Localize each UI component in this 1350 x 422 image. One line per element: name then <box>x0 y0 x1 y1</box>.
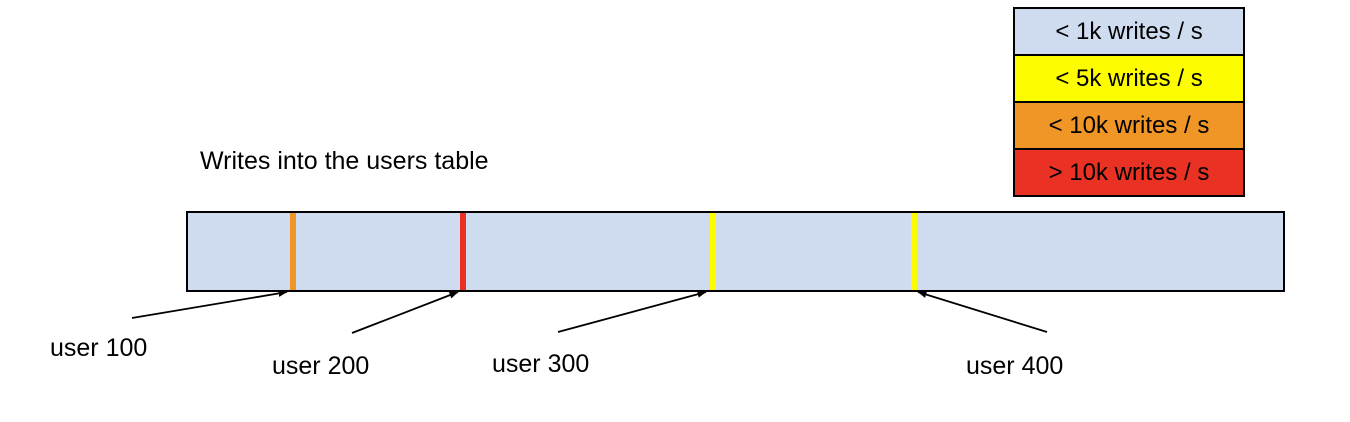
users-table-bar <box>186 211 1285 292</box>
legend-item-gt-10k: > 10k writes / s <box>1013 148 1245 197</box>
legend-item-label: > 10k writes / s <box>1048 158 1210 186</box>
arrow-user-400 <box>917 291 1048 333</box>
legend-item-label: < 10k writes / s <box>1048 111 1210 139</box>
user-400-label: user 400 <box>966 352 1064 380</box>
hotspot-stripe-user-400 <box>910 213 917 290</box>
arrow-user-100 <box>131 289 288 319</box>
legend-item-label: < 1k writes / s <box>1055 17 1203 45</box>
diagram-title: Writes into the users table <box>200 147 489 175</box>
legend: < 1k writes / s < 5k writes / s < 10k wr… <box>1013 7 1245 197</box>
legend-item-lt-1k: < 1k writes / s <box>1013 7 1245 56</box>
user-200-label: user 200 <box>272 352 370 380</box>
hotspot-stripe-user-300 <box>710 213 717 290</box>
user-100-label: user 100 <box>50 334 148 362</box>
legend-item-lt-10k: < 10k writes / s <box>1013 101 1245 150</box>
hotspot-stripe-user-200 <box>459 213 466 290</box>
legend-item-label: < 5k writes / s <box>1055 64 1203 92</box>
user-300-label: user 300 <box>492 350 590 378</box>
hotspot-stripe-user-100 <box>289 213 296 290</box>
legend-item-lt-5k: < 5k writes / s <box>1013 54 1245 103</box>
arrow-user-300 <box>557 290 707 333</box>
arrow-user-200 <box>351 291 459 334</box>
